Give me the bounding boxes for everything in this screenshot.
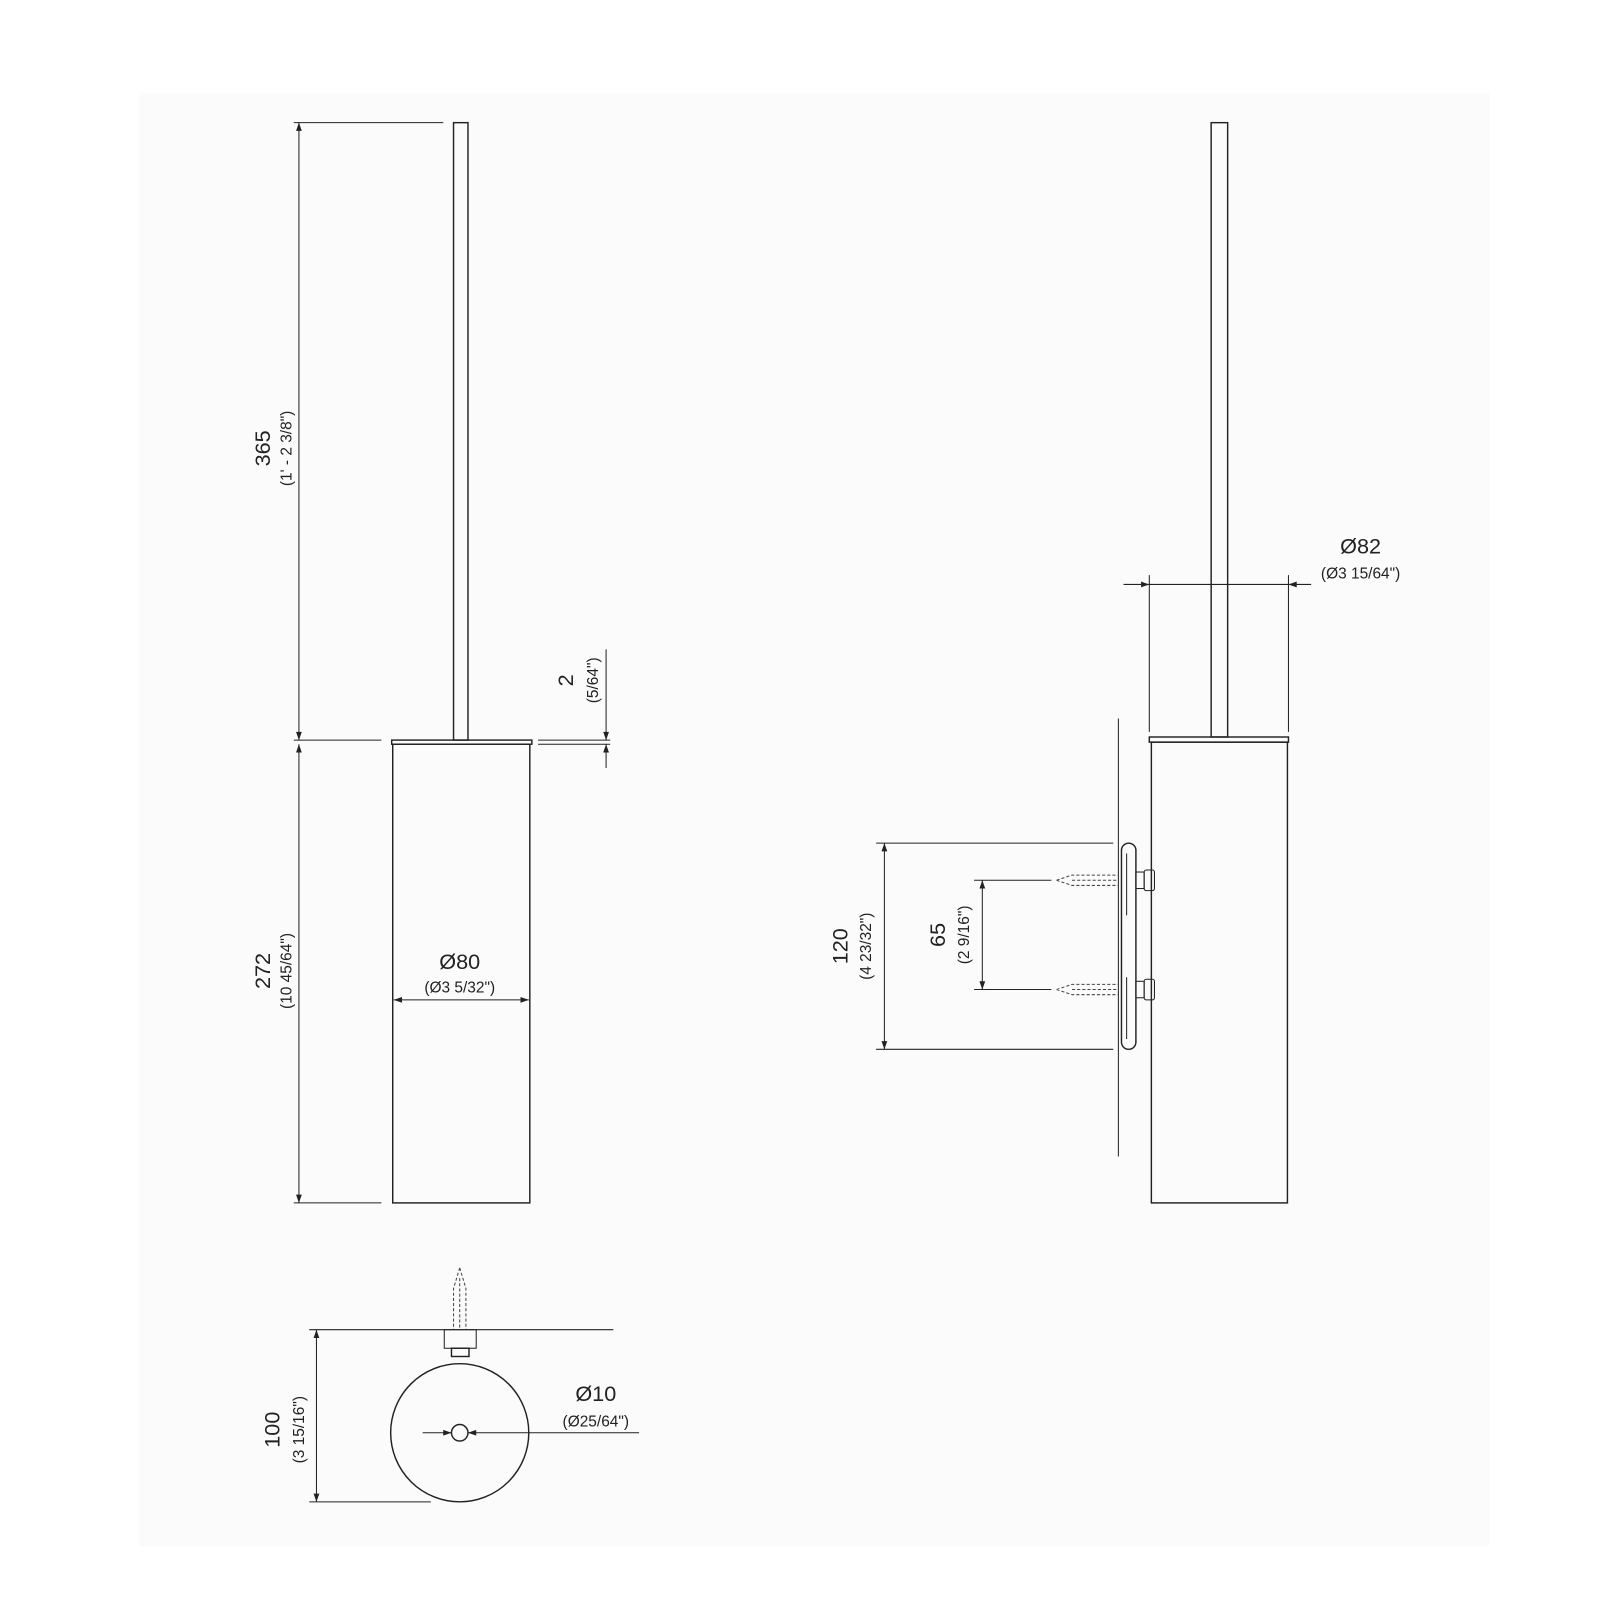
top-view: Ø10 (Ø25/64") 100 (3 15/16") [259,1267,640,1503]
dim-82-label: Ø82 [1340,534,1381,559]
dim-365-label: 365 [250,430,275,466]
front-view: 365 (1' - 2 3/8") 272 (10 45/64") 2 (5/6… [250,121,611,1204]
dim-10-label: Ø10 [575,1381,616,1406]
dim-80-imperial: (Ø3 5/32") [424,980,495,997]
dim-2-imperial: (5/64") [585,657,602,703]
holder-body [1150,741,1289,1204]
dim-10-imperial: (Ø25/64") [563,1414,629,1431]
dim-120-label: 120 [827,928,852,964]
screw-lower [1056,978,1155,1001]
screw [453,1267,467,1330]
dim-65-imperial: (2 9/16") [956,906,973,965]
screw-upper [1056,869,1155,892]
dim-82-imperial: (Ø3 15/64") [1321,565,1400,582]
dim-365-imperial: (1' - 2 3/8") [279,411,296,486]
drawing-sheet [139,92,1490,1547]
dim-2-label: 2 [553,674,578,686]
holder-body [392,743,531,1204]
side-view: Ø82 (Ø3 15/64") 120 (4 23/32") 65 (2 9/1… [827,121,1400,1204]
dim-80-label: Ø80 [439,949,480,974]
dim-272-label: 272 [250,953,275,989]
wall-bracket [1120,842,1137,1051]
dim-272-imperial: (10 45/64") [279,933,296,1009]
dim-120-imperial: (4 23/32") [858,913,875,980]
dim-100-imperial: (3 15/16") [291,1396,308,1463]
dim-65-label: 65 [925,923,950,947]
dim-100-label: 100 [259,1412,284,1448]
